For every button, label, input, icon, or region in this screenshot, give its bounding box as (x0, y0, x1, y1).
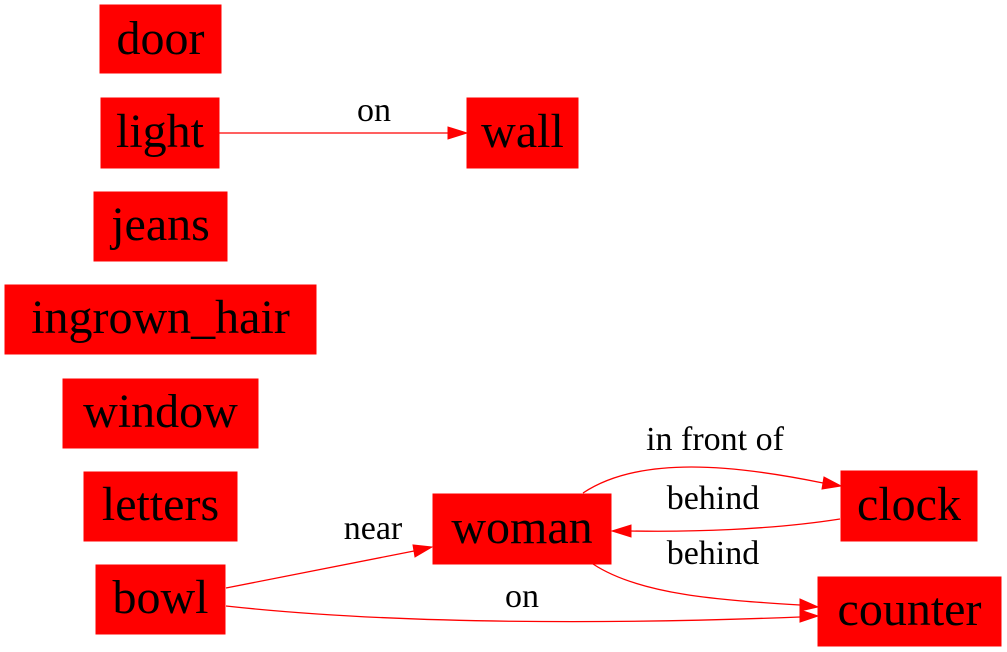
edge-label-woman-clock: in front of (646, 421, 785, 458)
edge-line (582, 466, 824, 494)
node-label: counter (838, 583, 982, 636)
edge-label-bowl-counter: on (505, 578, 539, 615)
edge-line (225, 605, 801, 623)
edge-light-wall: on (219, 92, 469, 140)
edge-clock-woman: behind (610, 480, 841, 538)
node-window: window (62, 378, 259, 449)
arrowhead (610, 524, 632, 538)
node-label: wall (481, 105, 564, 158)
node-jeans: jeans (93, 191, 228, 262)
edge-line (629, 518, 841, 532)
edge-label-bowl-woman: near (344, 510, 403, 547)
node-clock: clock (840, 470, 978, 542)
arrowhead (821, 476, 843, 490)
node-label: clock (857, 478, 961, 531)
edge-bowl-woman: near (225, 510, 434, 589)
node-label: light (116, 105, 205, 158)
node-label: bowl (113, 571, 209, 624)
node-door: door (99, 4, 222, 74)
node-label: letters (102, 478, 219, 531)
edge-label-woman-counter: behind (667, 535, 760, 572)
node-label: ingrown_hair (31, 291, 290, 344)
node-woman: woman (432, 493, 612, 565)
edge-line (225, 550, 415, 589)
node-bowl: bowl (95, 564, 226, 635)
node-label: jeans (109, 198, 210, 251)
node-wall: wall (466, 97, 579, 169)
arrowhead (799, 598, 820, 612)
edge-label-light-wall: on (357, 92, 391, 129)
node-light: light (100, 97, 220, 169)
edge-line (592, 563, 801, 606)
node-counter: counter (817, 576, 1002, 647)
node-ingrown-hair: ingrown_hair (4, 284, 317, 355)
node-label: woman (451, 501, 592, 554)
edge-bowl-counter: on (225, 578, 820, 623)
node-label: door (117, 12, 205, 65)
edge-woman-clock: in front of (582, 421, 843, 494)
edge-woman-counter: behind (592, 535, 820, 612)
edge-label-clock-woman: behind (667, 480, 760, 517)
node-label: window (83, 385, 238, 438)
node-letters: letters (83, 471, 238, 542)
arrowhead (799, 609, 820, 623)
arrowhead (412, 544, 434, 558)
arrowhead (447, 126, 469, 140)
